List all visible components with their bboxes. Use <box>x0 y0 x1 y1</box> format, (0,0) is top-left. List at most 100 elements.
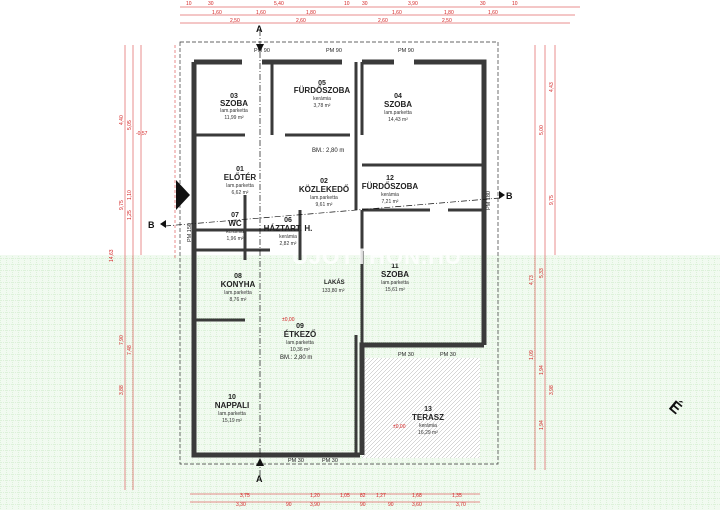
bottom-dim-3: 1,05 <box>340 493 350 499</box>
left-dim-labels: 4,40 5,05 -0,57 1,10 9,75 1,25 14,63 7,4… <box>109 115 148 395</box>
entry-arrow-icon <box>176 180 190 210</box>
room-area: 14,43 m² <box>388 117 408 123</box>
room-07: 07 WC kerámia 1,96 m² <box>226 212 244 242</box>
left-dim-10: 3,88 <box>119 385 125 395</box>
room-floor: lam.parketta <box>220 108 248 114</box>
building-boundary <box>179 41 499 465</box>
bottom-dim-2: 1,20 <box>310 493 320 499</box>
room-05: 05 FÜRDŐSZOBA kerámia 3,78 m² <box>294 80 351 109</box>
pm-mark-7: PM 30 <box>440 352 456 358</box>
terrace-area <box>362 358 480 458</box>
section-lines <box>164 30 501 480</box>
room-name: NAPPALI <box>215 401 250 410</box>
room-04: 04 SZOBA lam.parketta 14,43 m² <box>384 93 412 123</box>
left-dim-5: 9,75 <box>119 200 125 210</box>
room-number: 01 <box>236 166 244 173</box>
top-dim-r2-4: 1,60 <box>392 10 402 16</box>
top-dim-2: 30 <box>208 1 214 7</box>
bottom-dim-r2-2: 90 <box>286 502 292 508</box>
top-dim-r2-6: 1,60 <box>488 10 498 16</box>
bottom-dim-r2-4: 90 <box>360 502 366 508</box>
room-area: 16,29 m² <box>418 430 438 436</box>
room-name: FÜRDŐSZOBA <box>362 182 419 191</box>
room-12: 12 FÜRDŐSZOBA kerámia 7,21 m² <box>362 175 419 205</box>
room-name: SZOBA <box>381 270 409 279</box>
right-dim-8: 3,98 <box>549 385 555 395</box>
left-dim-4: 1,10 <box>127 190 133 200</box>
bottom-dim-r2-6: 3,60 <box>412 502 422 508</box>
room-number: 11 <box>391 263 399 270</box>
watermark: UJOTTHON.HU <box>292 244 462 269</box>
top-dim-1: 10 <box>186 1 192 7</box>
bottom-dim-6: 1,68 <box>412 493 422 499</box>
room-floor: lam.parketta <box>226 183 254 189</box>
room-06: 06 HÁZTART. H. kerámia 2,82 m² <box>264 217 313 247</box>
room-number: 12 <box>386 175 394 182</box>
top-dim-r2-5: 1,80 <box>444 10 454 16</box>
room-floor: kerámia <box>313 96 331 102</box>
top-dim-3: 5,40 <box>274 1 284 7</box>
room-area: 6,62 m² <box>232 190 249 196</box>
room-number: 10 <box>228 394 236 401</box>
section-b-right: B <box>506 191 513 201</box>
pm-mark-8: PM 30 <box>288 458 304 464</box>
top-dim-7: 30 <box>480 1 486 7</box>
left-dim-8: 7,48 <box>127 345 133 355</box>
right-dim-labels: 4,43 5,00 9,75 5,33 4,73 1,94 1,09 3,98 … <box>529 82 555 430</box>
room-02: 02 KÖZLEKEDŐ lam.parketta 9,61 m² <box>299 178 349 208</box>
room-number: 08 <box>234 273 242 280</box>
room-09: 09 ÉTKEZŐ lam.parketta 10,36 m² <box>284 323 316 353</box>
left-dim-7: 14,63 <box>109 249 115 262</box>
room-number: 07 <box>231 212 239 219</box>
room-floor: lam.parketta <box>310 195 338 201</box>
left-dim-2: 5,05 <box>127 120 133 130</box>
ceiling-height-lower: BM.: 2,80 m <box>280 355 312 361</box>
right-dim-3: 9,75 <box>549 195 555 205</box>
bottom-dimensions <box>190 493 480 503</box>
section-a-top-arrow-icon <box>256 44 264 52</box>
room-13: 13 TERASZ kerámia 16,29 m² <box>412 406 444 436</box>
room-name: ELŐTÉR <box>224 173 257 182</box>
room-area: 7,21 m² <box>382 199 399 205</box>
top-dim-r2-1: 1,60 <box>212 10 222 16</box>
top-dim-r2-2: 1,60 <box>256 10 266 16</box>
room-floor: kerámia <box>226 229 244 235</box>
ceiling-height-upper: BM.: 2,80 m <box>312 148 344 154</box>
room-area: 9,61 m² <box>316 202 333 208</box>
right-dim-2: 5,00 <box>539 125 545 135</box>
room-area: 15,19 m² <box>222 418 242 424</box>
room-floor: lam.parketta <box>381 280 409 286</box>
left-dim-9: 7,90 <box>119 335 125 345</box>
lakas-label: LAKÁS <box>324 279 345 286</box>
room-03: 03 SZOBA lam.parketta 11,99 m² <box>220 93 248 121</box>
room-number: 06 <box>284 217 292 224</box>
pm-mark-3: PM 90 <box>398 48 414 54</box>
right-dim-1: 4,43 <box>549 82 555 92</box>
top-dim-r3-3: 2,60 <box>378 18 388 24</box>
right-dim-5: 4,73 <box>529 275 535 285</box>
top-dim-labels: 10 30 5,40 10 30 3,90 30 10 1,60 1,60 1,… <box>186 1 518 24</box>
room-name: TERASZ <box>412 413 444 422</box>
bottom-dim-labels: 3,75 1,20 1,05 82 1,27 1,68 1,35 3,30 90… <box>236 493 466 508</box>
room-area: 2,82 m² <box>280 241 297 247</box>
room-area: 10,36 m² <box>290 347 310 353</box>
level-zero: ±0,00 <box>282 317 295 323</box>
room-name: SZOBA <box>220 99 248 108</box>
room-area: 3,78 m² <box>314 103 331 109</box>
door-marks: PM 90 PM 90 PM 90 PM 180 PM 150 PM 30 PM… <box>187 48 492 464</box>
room-name: WC <box>228 219 242 228</box>
room-name: SZOBA <box>384 100 412 109</box>
room-name: FÜRDŐSZOBA <box>294 86 351 95</box>
room-name: ÉTKEZŐ <box>284 330 316 339</box>
top-dimensions <box>174 6 580 260</box>
right-dim-4: 5,33 <box>539 268 545 278</box>
bottom-dim-r2-1: 3,30 <box>236 502 246 508</box>
right-dimensions <box>534 45 556 470</box>
bottom-dim-r2-7: 3,70 <box>456 502 466 508</box>
room-number: 05 <box>318 80 326 87</box>
room-area: 1,96 m² <box>227 236 244 242</box>
room-number: 09 <box>296 323 304 330</box>
bottom-dim-r2-3: 3,90 <box>310 502 320 508</box>
section-a-bottom-arrow-icon <box>256 458 264 466</box>
section-a-top: A <box>256 24 263 34</box>
